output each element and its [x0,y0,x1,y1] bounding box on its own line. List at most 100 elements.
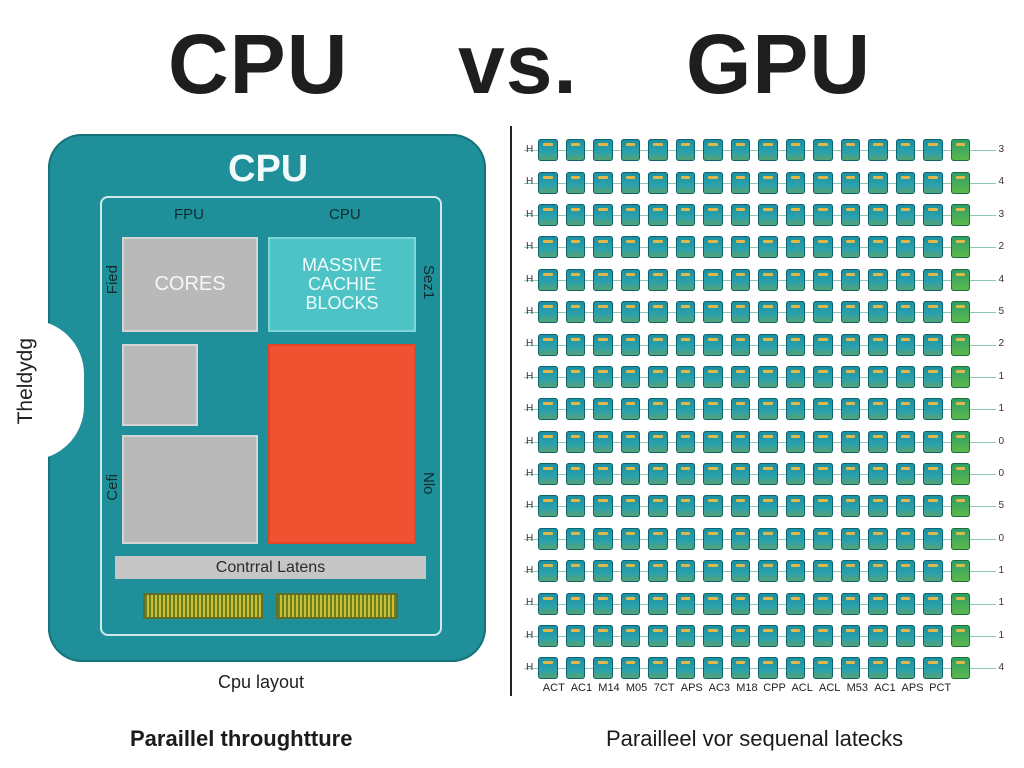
gpu-core-chip [730,527,751,550]
gpu-core-chip [675,171,696,194]
gpu-core-chip [840,527,861,550]
gpu-core-chip [840,301,861,324]
gpu-core-chip [840,560,861,583]
gpu-core-chip [730,398,751,421]
gpu-core-chip [950,463,971,486]
gpu-core-chip [675,560,696,583]
gpu-core-chip [840,463,861,486]
gpu-core-chip [813,625,833,648]
gpu-core-chip [785,560,806,583]
gpu-core-chip [730,268,751,291]
gpu-column-label: M14 [598,682,620,694]
gpu-row-label-right: 1 [998,597,1004,609]
label-fpu: FPU [174,206,204,223]
gpu-core-chip [593,139,613,162]
gpu-core-chip [703,203,723,226]
gpu-core-chip [538,301,558,324]
gpu-core-chip [840,592,861,615]
gpu-core-chip [868,398,888,421]
gpu-core-chip [675,463,696,486]
gpu-core-chip [648,527,668,550]
gpu-column-label: M18 [736,682,758,694]
gpu-core-chip [813,657,833,680]
gpu-core-chip [758,495,778,518]
gpu-core-chip [950,365,971,388]
gpu-core-chip [593,236,613,259]
gpu-core-chip [868,333,888,356]
gpu-core-chip [538,430,558,453]
gpu-core-chip [923,398,943,421]
block-small-grey [122,344,198,426]
gpu-core-chip [538,495,558,518]
gpu-core-chip [703,333,723,356]
gpu-core-chip [538,139,558,162]
gpu-core-chip [895,139,916,162]
gpu-core-chip [675,139,696,162]
gpu-core-chip [923,657,943,680]
gpu-core-chip [813,236,833,259]
gpu-core-chip [758,527,778,550]
gpu-core-chip [758,463,778,486]
gpu-core-chip [758,625,778,648]
gpu-core-chip [923,171,943,194]
gpu-core-chip [703,527,723,550]
gpu-core-chip [675,592,696,615]
gpu-core-chip [620,203,641,226]
gpu-core-chip [565,333,586,356]
gpu-row-label-left: H [526,467,534,479]
gpu-core-chip [593,657,613,680]
gpu-core-chip [593,463,613,486]
gpu-core-chip [730,463,751,486]
gpu-column-label: ACL [819,682,841,694]
gpu-row-label-right: 2 [998,338,1004,350]
side-label-left-bottom: Cefi [104,474,121,501]
gpu-core-chip [565,139,586,162]
gpu-row-label-left: H [526,273,534,285]
gpu-core-chip [868,365,888,388]
gpu-core-chip [593,592,613,615]
gpu-core-chip [593,268,613,291]
gpu-core-chip [703,625,723,648]
gpu-core-chip [923,463,943,486]
gpu-core-chip [868,268,888,291]
gpu-core-chip [620,398,641,421]
gpu-core-chip [785,333,806,356]
gpu-core-chip [565,657,586,680]
gpu-core-chip [730,333,751,356]
gpu-row-label-left: H [526,532,534,544]
gpu-core-chip [648,333,668,356]
gpu-core-chip [648,171,668,194]
gpu-core-chip [895,592,916,615]
gpu-core-chip [675,495,696,518]
gpu-core-chip [565,592,586,615]
gpu-core-chip [538,560,558,583]
gpu-row-label-left: H [526,241,534,253]
gpu-row-label-left: H [526,500,534,512]
gpu-core-chip [785,625,806,648]
gpu-core-chip [730,139,751,162]
gpu-column-label: PCT [929,682,952,694]
gpu-core-chip [565,301,586,324]
gpu-core-chip [813,398,833,421]
gpu-core-chip [620,463,641,486]
block-red [268,344,416,544]
gpu-core-chip [840,625,861,648]
gpu-core-chip [785,301,806,324]
control-bar: Contrral Latens [115,556,426,579]
gpu-core-chip [895,560,916,583]
gpu-core-chip [648,430,668,453]
gpu-core-chip [675,268,696,291]
gpu-core-chip [950,527,971,550]
gpu-core-chip [950,268,971,291]
gpu-core-chip [868,236,888,259]
gpu-core-chip [785,398,806,421]
gpu-core-chip [565,625,586,648]
gpu-core-chip [840,268,861,291]
gpu-core-chip [895,463,916,486]
gpu-core-chip [703,236,723,259]
gpu-core-chip [730,560,751,583]
